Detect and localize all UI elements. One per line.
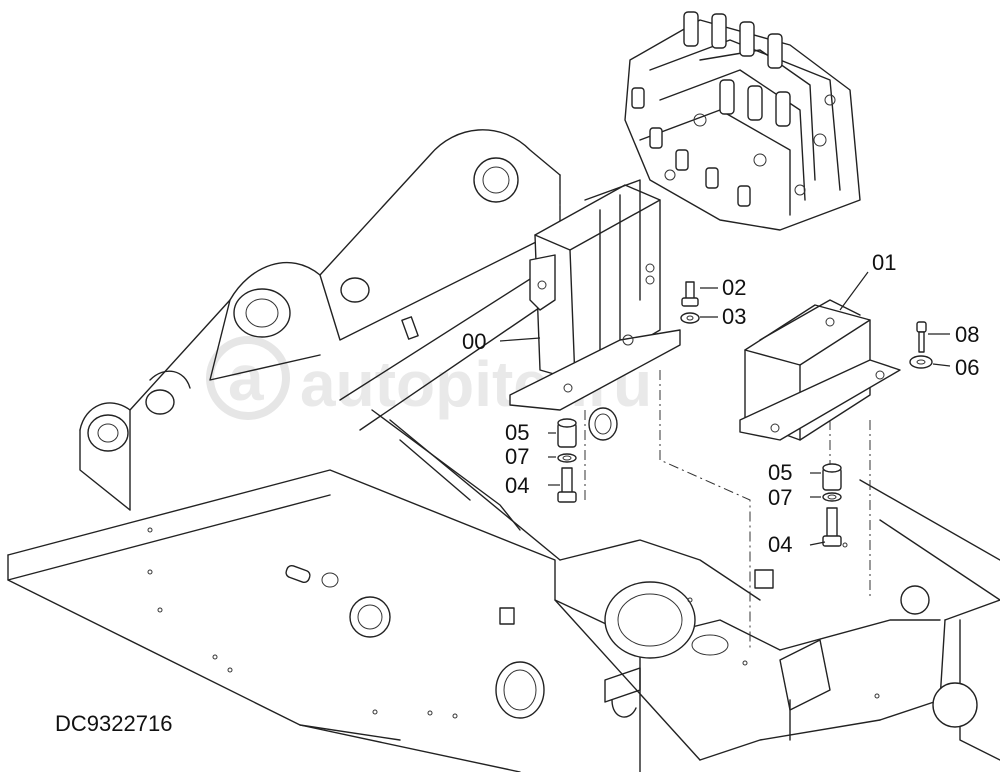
callout-04-right: 04 [768, 532, 792, 557]
bracket-part-00 [401, 179, 681, 411]
callout-07-right: 07 [768, 485, 792, 510]
hardware-stack-left [557, 418, 577, 503]
watermark-logo-letter: a [228, 342, 264, 414]
ring-seal [588, 407, 618, 441]
callout-leaders [499, 271, 951, 546]
hardware-stack-right [822, 463, 842, 547]
callout-07-left: 07 [505, 444, 529, 469]
callout-00: 00 [462, 329, 486, 354]
callout-02: 02 [722, 275, 746, 300]
bolt-washer-02-03 [680, 281, 700, 324]
callout-08: 08 [955, 322, 979, 347]
callout-04-left: 04 [505, 473, 529, 498]
callout-05-right: 05 [768, 460, 792, 485]
callout-01: 01 [872, 250, 896, 275]
callout-06: 06 [955, 355, 979, 380]
bolt-washer-08-06 [909, 321, 933, 369]
control-valve-assembly [624, 11, 861, 231]
callout-05-left: 05 [505, 420, 529, 445]
mount-part-01 [739, 299, 901, 441]
frame-structure [7, 129, 1000, 773]
callout-03: 03 [722, 304, 746, 329]
drawing-code: DC9322716 [55, 711, 172, 736]
callout-labels: 00 01 02 03 05 07 04 05 07 04 08 06 [462, 250, 979, 557]
